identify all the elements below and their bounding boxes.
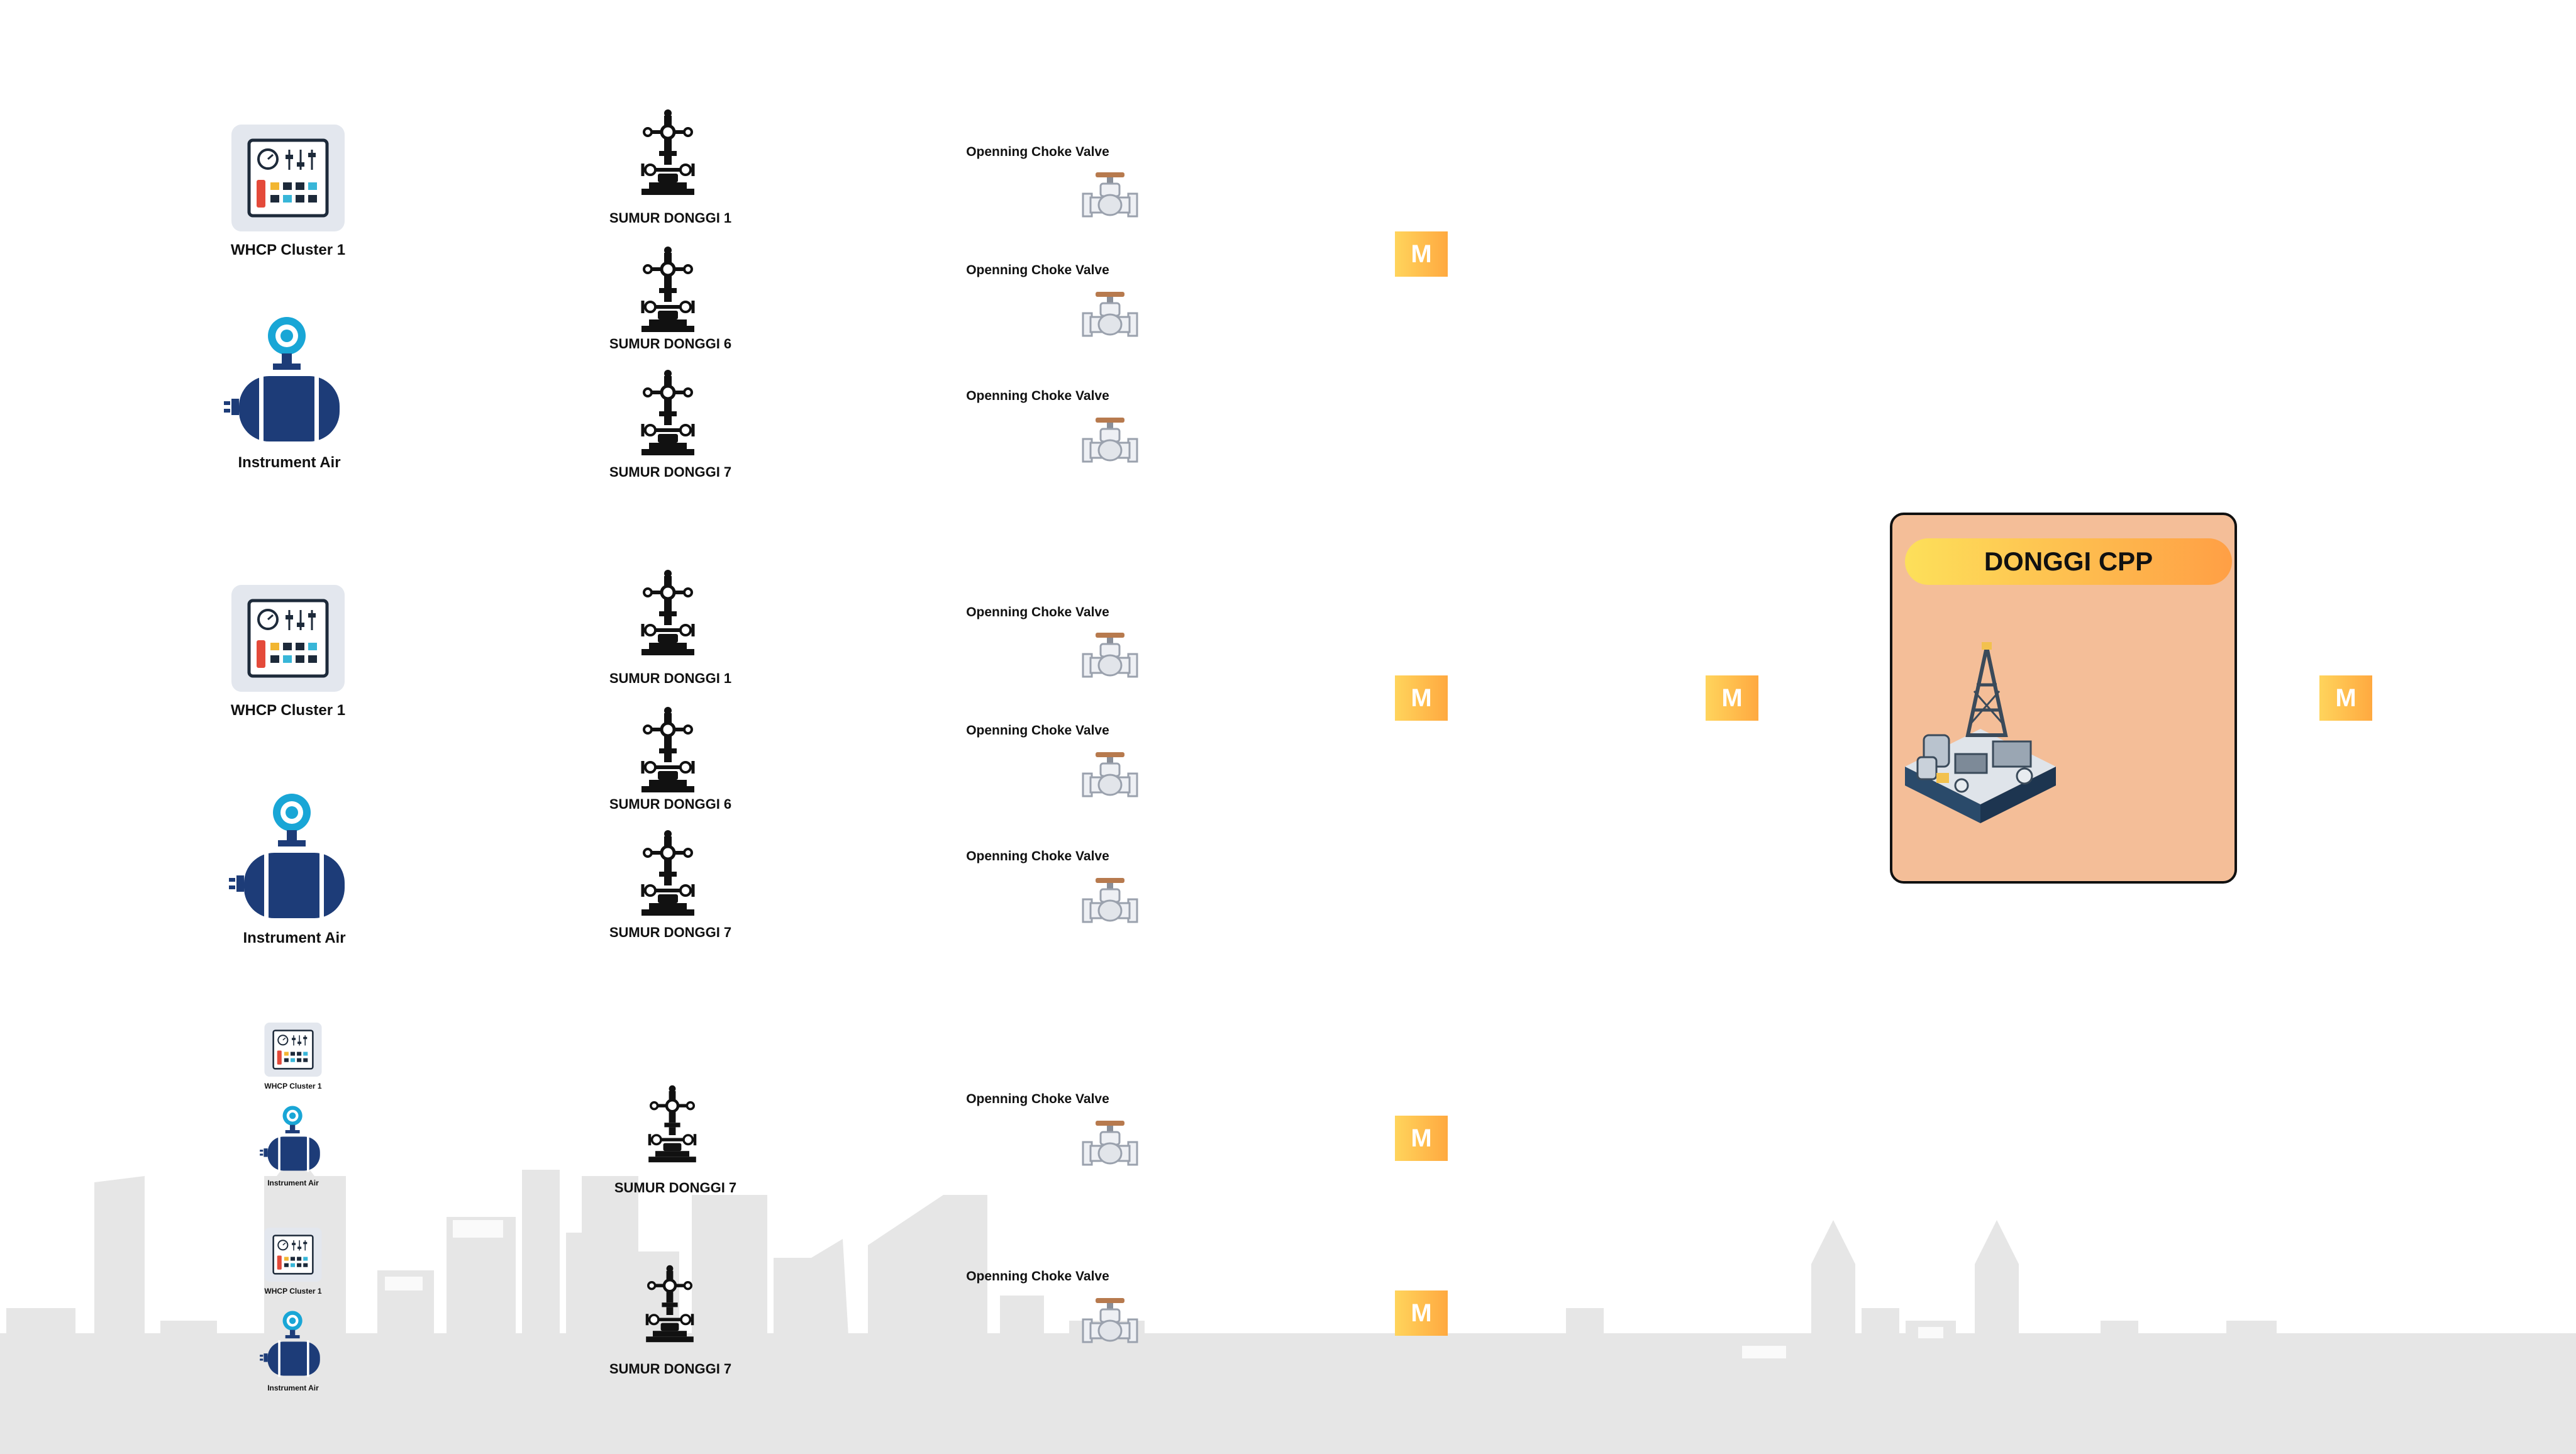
control-panel-icon xyxy=(264,1023,322,1077)
wellhead-icon xyxy=(636,108,699,196)
well-label: SUMUR DONGGI 7 xyxy=(609,1361,732,1377)
cpp-title: DONGGI CPP xyxy=(1905,538,2232,585)
valve-label: Openning Choke Valve xyxy=(966,389,1109,403)
control-panel-icon xyxy=(231,125,345,231)
control-panel-icon xyxy=(264,1228,322,1282)
valve-label: Openning Choke Valve xyxy=(966,605,1109,619)
meter-badge: M xyxy=(1706,675,1758,721)
meter-badge: M xyxy=(1395,1290,1448,1336)
valve-label: Openning Choke Valve xyxy=(966,145,1109,159)
air-tank-icon xyxy=(220,314,346,447)
valve-label: Openning Choke Valve xyxy=(966,1269,1109,1284)
meter-badge: M xyxy=(1395,231,1448,277)
air-tank-icon xyxy=(225,791,351,923)
wellhead-icon xyxy=(636,569,699,657)
offshore-platform-icon xyxy=(1905,642,2056,823)
whcp-label: WHCP Cluster 1 xyxy=(230,241,346,258)
choke-valve-icon xyxy=(1082,877,1138,927)
well-label: SUMUR DONGGI 7 xyxy=(614,1180,737,1196)
whcp-label: WHCP Cluster 1 xyxy=(264,1082,322,1090)
choke-valve-icon xyxy=(1082,1119,1138,1170)
wellhead-icon xyxy=(636,829,699,917)
cpp-box: DONGGI CPP xyxy=(1890,513,2237,884)
meter-badge: M xyxy=(2319,675,2372,721)
meter-badge: M xyxy=(1395,675,1448,721)
valve-label: Openning Choke Valve xyxy=(966,723,1109,738)
choke-valve-icon xyxy=(1082,1297,1138,1347)
valve-label: Openning Choke Valve xyxy=(966,849,1109,863)
wellhead-icon xyxy=(644,1083,701,1165)
air-tank-icon xyxy=(258,1104,323,1174)
air-tank-icon xyxy=(258,1309,323,1379)
choke-valve-icon xyxy=(1082,751,1138,801)
well-label: SUMUR DONGGI 1 xyxy=(609,210,732,226)
wellhead-icon xyxy=(636,369,699,457)
well-label: SUMUR DONGGI 7 xyxy=(609,924,732,940)
instrument-air-label: Instrument Air xyxy=(243,930,346,946)
instrument-air-label: Instrument Air xyxy=(267,1179,319,1187)
wellhead-icon xyxy=(641,1263,698,1345)
valve-label: Openning Choke Valve xyxy=(966,263,1109,277)
meter-badge: M xyxy=(1395,1116,1448,1161)
choke-valve-icon xyxy=(1082,631,1138,682)
instrument-air-label: Instrument Air xyxy=(267,1384,319,1392)
whcp-label: WHCP Cluster 1 xyxy=(264,1287,322,1296)
valve-label: Openning Choke Valve xyxy=(966,1092,1109,1106)
wellhead-icon xyxy=(636,706,699,794)
well-label: SUMUR DONGGI 1 xyxy=(609,670,732,686)
well-label: SUMUR DONGGI 7 xyxy=(609,464,732,480)
control-panel-icon xyxy=(231,585,345,692)
choke-valve-icon xyxy=(1082,291,1138,341)
choke-valve-icon xyxy=(1082,416,1138,467)
whcp-label: WHCP Cluster 1 xyxy=(230,702,346,719)
choke-valve-icon xyxy=(1082,171,1138,221)
well-label: SUMUR DONGGI 6 xyxy=(609,336,732,352)
well-label: SUMUR DONGGI 6 xyxy=(609,796,732,812)
instrument-air-label: Instrument Air xyxy=(238,454,341,471)
wellhead-icon xyxy=(636,245,699,333)
